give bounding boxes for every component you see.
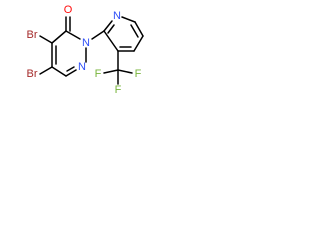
bond-lines <box>39 16 144 85</box>
bond-c5-br <box>39 66 53 75</box>
bond-c6-c5-inner <box>130 24 139 38</box>
chemical-structure: Br Br O N N N F F F <box>27 4 144 96</box>
bond-c6-n1 <box>65 69 77 77</box>
bromine-atom-upper: Br <box>27 29 38 41</box>
atom-labels: Br Br O N N N F F F <box>27 4 142 96</box>
bond-c6-n1-inner <box>66 66 75 72</box>
pyridine-nitrogen: N <box>113 10 121 22</box>
bond-c2-n-inner <box>107 24 115 34</box>
fluorine-atom-right: F <box>135 68 142 80</box>
pyridazine-nitrogen-n1: N <box>78 61 86 73</box>
bond-n-c6 <box>121 16 136 23</box>
bond-c5-c6 <box>51 66 67 77</box>
bond-c3-c4 <box>51 30 67 44</box>
bond-cf3-f-right <box>117 69 133 74</box>
bromine-atom-lower: Br <box>27 68 38 80</box>
fluorine-atom-bottom: F <box>115 84 122 96</box>
bond-n2-c3 <box>65 30 81 40</box>
bond-c3-c2 <box>103 30 119 52</box>
bond-c6-c5 <box>134 21 144 37</box>
fluorine-atom-left: F <box>95 68 102 80</box>
carbonyl-oxygen-atom: O <box>64 4 73 16</box>
bond-n2-pyridine <box>91 30 105 40</box>
pyridazine-nitrogen-n2: N <box>82 37 90 49</box>
bond-c2-n <box>103 20 113 32</box>
bond-cf3-f-left <box>103 69 119 74</box>
bond-c4-br <box>39 35 53 44</box>
bond-c5-c4 <box>133 35 144 52</box>
